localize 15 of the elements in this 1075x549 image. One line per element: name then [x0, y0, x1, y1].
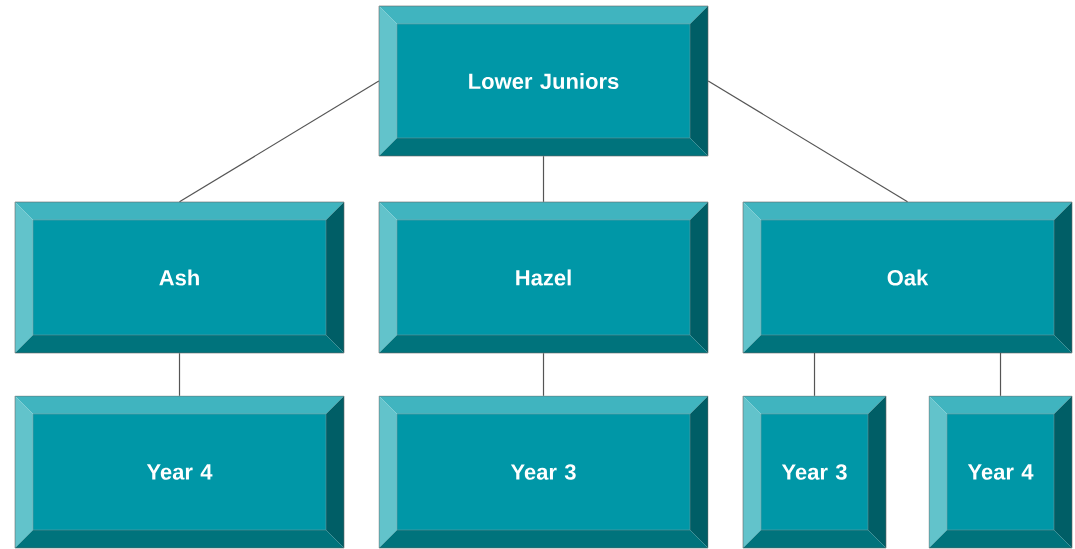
bevel-box: Ash [14, 201, 345, 354]
bevel-box: Year 3 [742, 395, 887, 549]
connector-line [542, 352, 545, 397]
bevel-box: Oak [742, 201, 1073, 354]
bevel-box: Year 4 [928, 395, 1073, 549]
connector-line [813, 352, 816, 397]
connector-line [707, 80, 909, 203]
bevel-box: Lower Juniors [378, 5, 709, 157]
connector-line [542, 155, 545, 203]
bevel-box: Year 4 [14, 395, 345, 549]
bevel-box: Year 3 [378, 395, 709, 549]
connector-line [178, 80, 380, 203]
connector-line [178, 352, 181, 397]
bevel-box: Hazel [378, 201, 709, 354]
connector-line [999, 352, 1002, 397]
